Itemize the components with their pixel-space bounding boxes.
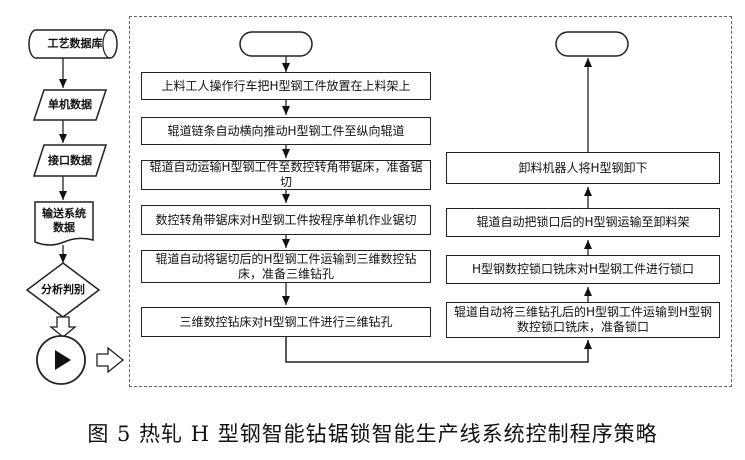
single-data-shape xyxy=(32,89,108,121)
figure-caption: 图 5 热轧 H 型钢智能钻锯锁智能生产线系统控制程序策略 xyxy=(87,422,658,446)
process-database-shape xyxy=(28,29,118,59)
conveyor-data-label: 输送系统数据 xyxy=(42,207,86,234)
step-chain-push: 辊道链条自动横向推动H型钢工件至纵向辊道 xyxy=(141,117,431,145)
play-icon xyxy=(55,350,71,370)
step-transport-to-unload: 辊道自动把锁口后的H型钢运输至卸料架 xyxy=(446,208,720,237)
hollow-right-arrow xyxy=(96,346,125,374)
step-loading: 上料工人操作行车把H型钢工件放置在上料架上 xyxy=(141,72,431,100)
step-transport-to-drill: 辊道自动将锯切后的H型钢工件运输到三维数控钻床，准备三维钻孔 xyxy=(141,250,431,283)
interface-data-shape xyxy=(32,144,108,177)
step-transport-to-mill: 辊道自动将三维钻孔后的H型钢工件运输到H型钢数控锁口铣床，准备锁口 xyxy=(446,302,720,338)
interface-data-label: 接口数据 xyxy=(48,153,92,167)
step-robot-unload: 卸料机器人将H型钢卸下 xyxy=(446,152,720,184)
step-locking: H型钢数控锁口铣床对H型钢工件进行锁口 xyxy=(446,255,720,284)
step-transport-to-saw: 辊道自动运输H型钢工件至数控转角带锯床，准备锯切 xyxy=(141,160,431,190)
end-terminator xyxy=(555,31,629,57)
hollow-down-arrow xyxy=(49,316,77,338)
step-sawing: 数控转角带锯床对H型钢工件按程序单机作业锯切 xyxy=(141,205,431,235)
program-frame xyxy=(129,16,732,387)
step-drilling: 三维数控钻床对H型钢工件进行三维钻孔 xyxy=(141,307,431,337)
single-data-label: 单机数据 xyxy=(48,98,92,111)
connector-arrow xyxy=(285,337,592,363)
analysis-label: 分析判别 xyxy=(41,283,85,296)
start-terminator xyxy=(239,31,313,57)
process-database-label: 工艺数据库 xyxy=(47,37,103,50)
conveyor-data-shape xyxy=(34,201,94,246)
